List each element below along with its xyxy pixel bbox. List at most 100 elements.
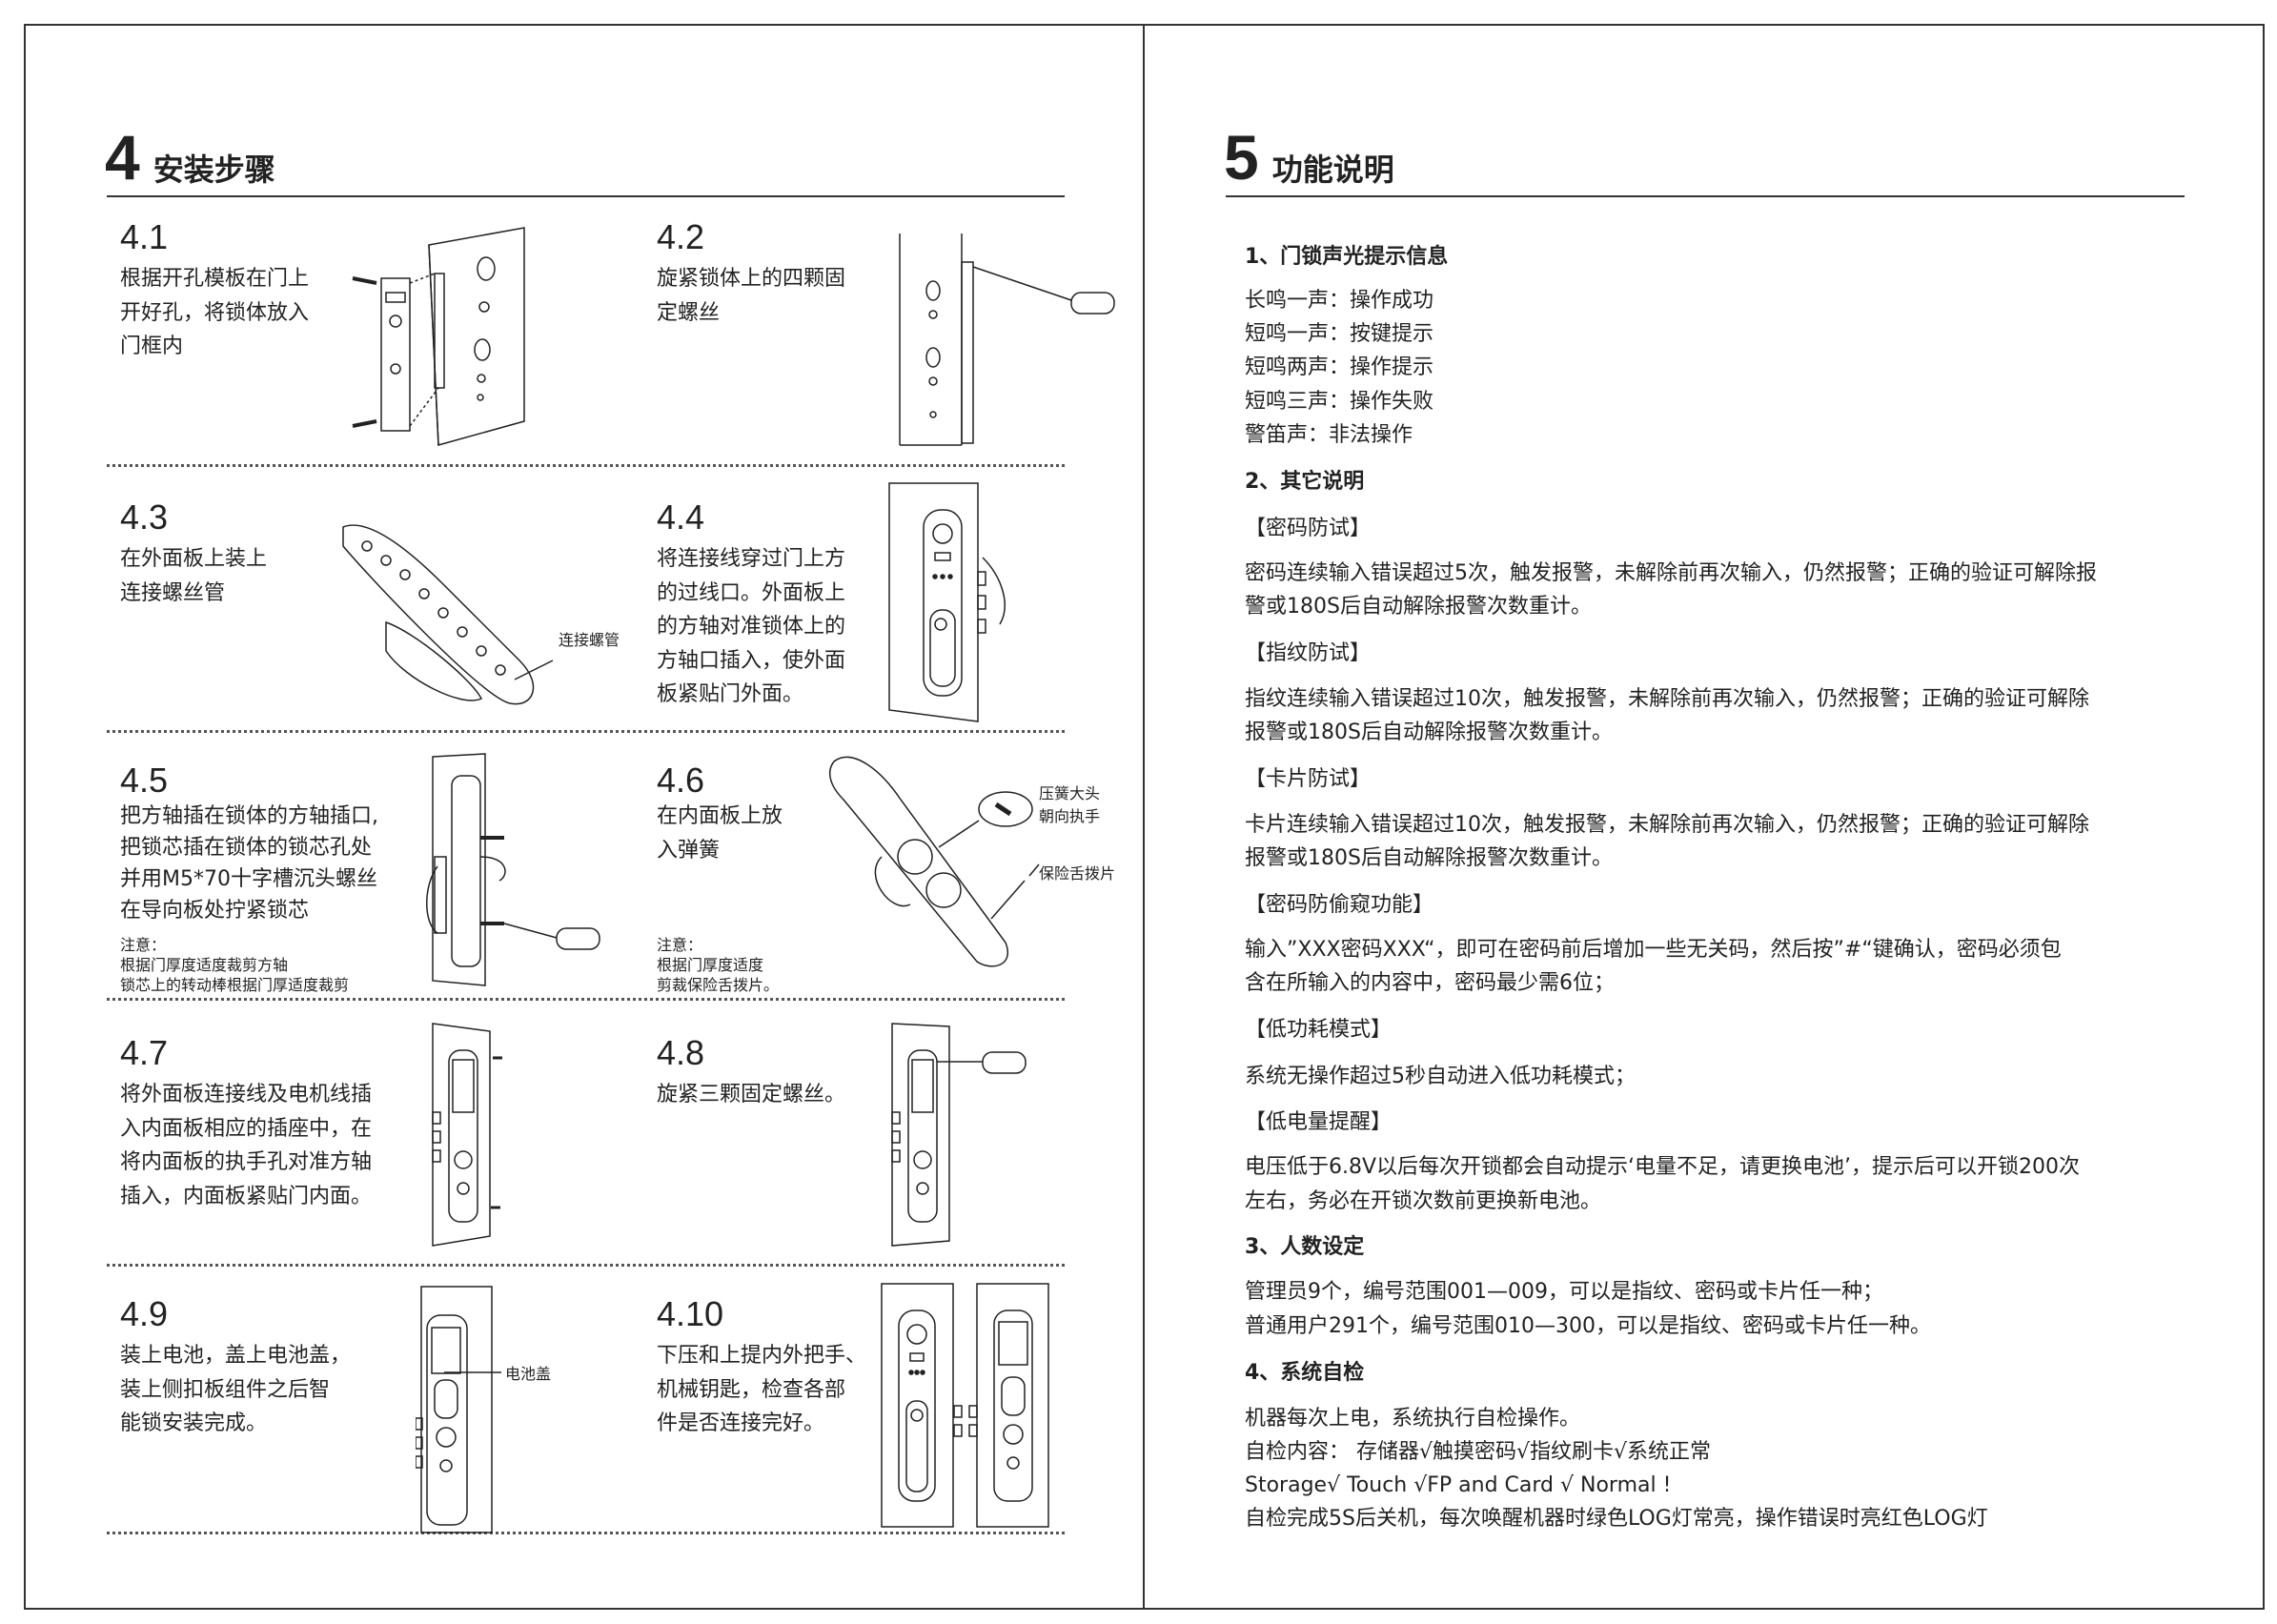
inner-panel-spring-illustration [824,752,1044,973]
step-instruction-line: 连接螺丝管 [120,580,226,605]
step-instruction-line: 机械钥匙，检查各部 [657,1377,846,1402]
tighten-screws-illustration [890,233,1119,448]
step-instruction-line: 将连接线穿过门上方 [657,547,846,571]
step-instruction-line: 件是否连接完好。 [657,1411,825,1435]
header-rule [1226,195,2185,197]
function-section-header: 5 功能说明 [1224,126,1394,189]
step-number: 4.5 [120,761,169,800]
step-note-line: 根据门厚度适度 [657,956,764,974]
subsection-heading: 3、人数设定 [1245,1235,1365,1259]
dotted-separator [107,1532,1065,1534]
description-line: 【密码防偷窥功能】 [1245,893,1434,917]
step-instruction-line: 旋紧锁体上的四颗固 [657,267,846,291]
dotted-separator [107,464,1065,467]
step-instruction-line: 装上侧扣板组件之后智 [120,1377,331,1402]
section-number: 5 [1224,122,1259,193]
description-line: 卡片连续输入错误超过10次，触发报警，未解除前再次输入，仍然报警；正确的验证可解… [1245,813,2089,837]
description-line: 机器每次上电，系统执行自检操作。 [1245,1407,1581,1431]
subsection-heading: 4、系统自检 [1245,1361,1365,1385]
connect-tube-label: 连接螺管 [559,631,620,649]
step-number: 4.9 [120,1294,169,1333]
step-instruction-line: 插入，内面板紧贴门内面。 [120,1184,373,1208]
spring-direction-label: 朝向执手 [1039,807,1101,825]
step-instruction-line: 装上电池，盖上电池盖， [120,1344,352,1368]
step-note-line: 根据门厚度适度裁剪方轴 [120,956,289,974]
step-instruction-line: 将内面板的执手孔对准方轴 [120,1150,373,1174]
description-line: 系统无操作超过5秒自动进入低功耗模式； [1245,1065,1636,1088]
description-line: 警笛声：非法操作 [1245,423,1413,447]
description-line: 短鸣三声：操作失败 [1245,390,1434,414]
inner-panel-install-illustration [428,1022,514,1250]
spindle-cylinder-illustration [423,752,604,988]
step-instruction-line: 的方轴对准锁体上的 [657,615,846,639]
step-instruction-line: 入弹簧 [657,838,721,863]
spring-head-label: 压簧大头 [1039,784,1101,802]
battery-cover-illustration [416,1285,501,1534]
step-instruction-line: 并用M5*70十字槽沉头螺丝 [120,867,377,891]
header-rule [107,195,1065,197]
description-line: 指纹连续输入错误超过10次，触发报警，未解除前再次输入，仍然报警；正确的验证可解… [1245,687,2089,711]
step-instruction-line: 入内面板相应的插座中，在 [120,1116,373,1141]
description-line: 警或180S后自动解除报警次数重计。 [1245,595,1592,619]
subsection-heading: 2、其它说明 [1245,470,1365,494]
description-line: 自检内容： 存储器√触摸密码√指纹刷卡√系统正常 [1245,1440,1712,1464]
step-number: 4.8 [657,1033,705,1072]
final-check-illustration [880,1282,1056,1530]
section-title: 安装步骤 [152,152,275,188]
step-instruction-line: 门框内 [120,335,184,358]
step-instruction-line: 下压和上提内外把手、 [657,1344,867,1368]
step-number: 4.10 [657,1294,724,1333]
step-number: 4.6 [657,761,705,800]
step-number: 4.3 [120,497,169,537]
description-line: 【低功耗模式】 [1245,1018,1393,1042]
install-section-header: 4 安装步骤 [105,126,275,189]
lock-body-door-illustration [343,226,534,447]
step-instruction-line: 板紧贴门外面。 [657,682,804,706]
step-number: 4.4 [657,497,705,537]
section-number: 4 [105,122,140,193]
step-note-line: 注意： [120,936,167,954]
safety-tab-label: 保险舌拨片 [1039,864,1116,883]
description-line: 报警或180S后自动解除报警次数重计。 [1245,721,1613,744]
step-instruction-line: 根据开孔模板在门上 [120,267,310,291]
description-line: 【密码防试】 [1245,517,1372,540]
battery-cover-label: 电池盖 [505,1365,552,1383]
description-line: 密码连续输入错误超过5次，触发报警，未解除前再次输入，仍然报警；正确的验证可解除… [1245,561,2098,585]
outer-panel-illustration [329,518,634,713]
description-line: 短鸣一声：按键提示 [1245,322,1434,346]
dotted-separator [107,1264,1065,1267]
step-number: 4.1 [120,217,169,256]
step-instruction-line: 能锁安装完成。 [120,1411,268,1435]
subsection-heading: 1、门锁声光提示信息 [1245,245,1449,269]
step-instruction-line: 旋紧三颗固定螺丝。 [657,1083,846,1106]
step-number: 4.2 [657,217,705,256]
step-instruction-line: 在外面板上装上 [120,547,268,571]
description-line: 短鸣两声：操作提示 [1245,355,1434,379]
description-line: 【指纹防试】 [1245,641,1372,665]
outer-panel-door-illustration [887,481,1021,724]
step-instruction-line: 的过线口。外面板上 [657,580,846,605]
step-instruction-line: 开好孔，将锁体放入 [120,300,310,325]
step-note-line: 剪裁保险舌拨片。 [657,976,780,994]
step-instruction-line: 定螺丝 [657,300,721,325]
step-instruction-line: 把锁芯插在锁体的锁芯孔处 [120,836,373,860]
description-line: 报警或180S后自动解除报警次数重计。 [1245,846,1613,870]
section-title: 功能说明 [1271,152,1394,188]
dotted-separator [107,998,1065,1001]
step-note-line: 锁芯上的转动棒根据门厚适度裁剪 [120,976,350,994]
description-line: 输入”XXX密码XXX“，即可在密码前后增加一些无关码，然后按”#“键确认，密码… [1245,938,2062,962]
description-line: Storage√ Touch √FP and Card √ Normal ! [1245,1473,1672,1497]
description-line: 【卡片防试】 [1245,767,1372,791]
description-line: 自检完成5S后关机，每次唤醒机器时绿色LOG灯常亮，操作错误时亮红色LOG灯 [1245,1507,1988,1531]
description-line: 长鸣一声：操作成功 [1245,289,1434,313]
description-line: 电压低于6.8V以后每次开锁都会自动提示‘电量不足，请更换电池’，提示后可以开锁… [1245,1155,2081,1179]
fix-three-screws-illustration [887,1022,1030,1250]
step-note-line: 注意： [657,936,703,954]
description-line: 管理员9个，编号范围001—009，可以是指纹、密码或卡片任一种； [1245,1280,1883,1304]
description-line: 【低电量提醒】 [1245,1110,1393,1134]
step-number: 4.7 [120,1033,169,1072]
step-instruction-line: 将外面板连接线及电机线插 [120,1083,373,1106]
description-line: 含在所输入的内容中，密码最少需6位； [1245,971,1615,995]
description-line: 左右，务必在开锁次数前更换新电池。 [1245,1189,1602,1213]
step-instruction-line: 在导向板处拧紧锁芯 [120,899,310,923]
